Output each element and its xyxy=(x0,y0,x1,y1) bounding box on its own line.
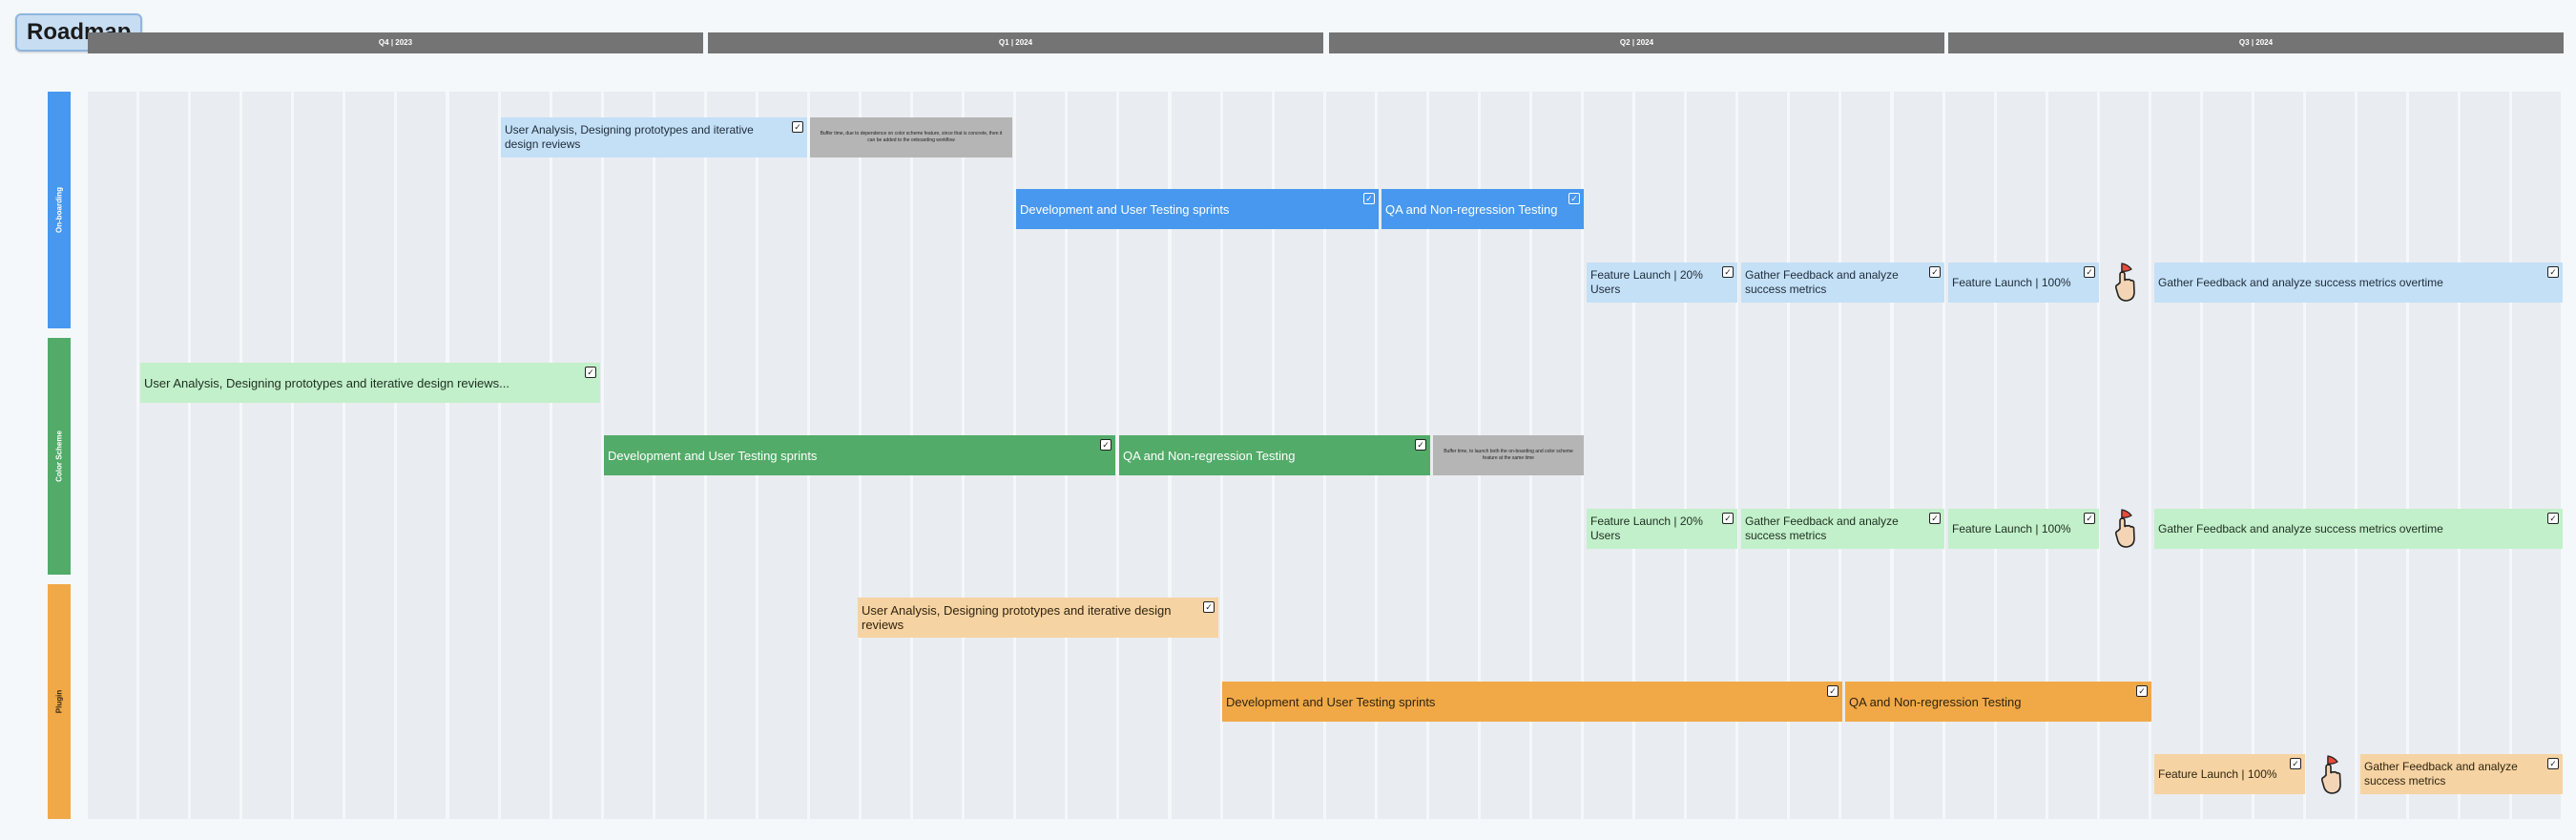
timeline-week-column xyxy=(2358,92,2407,819)
checkbox-edit-icon[interactable]: ✓ xyxy=(2136,685,2148,697)
timeline-week-column xyxy=(139,92,189,819)
checkbox-edit-icon[interactable]: ✓ xyxy=(1415,439,1426,451)
timeline-week-column xyxy=(448,92,498,819)
bar-label: Gather Feedback and analyze success metr… xyxy=(1745,514,1899,542)
hand-pin-icon xyxy=(2114,262,2135,302)
checkbox-edit-icon[interactable]: ✓ xyxy=(792,121,803,133)
bar-label: Gather Feedback and analyze success metr… xyxy=(1745,268,1899,296)
onboarding-design-bar[interactable]: User Analysis, Designing prototypes and … xyxy=(501,117,807,158)
color-scheme-launch-20-bar[interactable]: Feature Launch | 20% Users ✓ xyxy=(1587,509,1737,549)
quarter-header-q3-2024: Q3 | 2024 xyxy=(1948,32,2564,53)
timeline-week-column xyxy=(294,92,343,819)
color-scheme-dev-bar[interactable]: Development and User Testing sprints ✓ xyxy=(604,435,1115,475)
checkbox-edit-icon[interactable]: ✓ xyxy=(1100,439,1111,451)
timeline-week-column xyxy=(2306,92,2355,819)
bar-label: Gather Feedback and analyze success metr… xyxy=(2364,760,2518,788)
bar-label: Feature Launch | 100% xyxy=(1952,521,2071,536)
hand-pin-icon xyxy=(2114,509,2135,548)
bar-label: QA and Non-regression Testing xyxy=(1385,201,1558,217)
plugin-design-bar[interactable]: User Analysis, Designing prototypes and … xyxy=(858,598,1218,638)
timeline-week-column xyxy=(2461,92,2510,819)
checkbox-edit-icon[interactable]: ✓ xyxy=(1203,601,1215,613)
checkbox-edit-icon[interactable]: ✓ xyxy=(1568,193,1580,204)
checkbox-edit-icon[interactable]: ✓ xyxy=(2084,266,2095,278)
bar-label: Buffer time, to launch both the on-board… xyxy=(1444,449,1573,461)
timeline-week-column xyxy=(2512,92,2562,819)
checkbox-edit-icon[interactable]: ✓ xyxy=(1363,193,1375,204)
timeline-week-column xyxy=(2254,92,2303,819)
timeline-week-column xyxy=(2202,92,2252,819)
checkbox-edit-icon[interactable]: ✓ xyxy=(2547,513,2559,524)
bar-label: Gather Feedback and analyze success metr… xyxy=(2158,275,2443,289)
plugin-feedback-bar[interactable]: Gather Feedback and analyze success metr… xyxy=(2360,754,2563,794)
lane-label-plugin: Plugin xyxy=(54,689,64,714)
bar-label: Development and User Testing sprints xyxy=(1226,694,1436,709)
checkbox-edit-icon[interactable]: ✓ xyxy=(1929,266,1941,278)
onboarding-feedback-overtime-bar[interactable]: Gather Feedback and analyze success metr… xyxy=(2154,262,2563,303)
bar-label: Feature Launch | 100% xyxy=(2158,766,2277,781)
onboarding-feedback-bar[interactable]: Gather Feedback and analyze success metr… xyxy=(1741,262,1944,303)
lane-onboarding[interactable]: On-boarding xyxy=(48,92,71,328)
checkbox-edit-icon[interactable]: ✓ xyxy=(1722,513,1734,524)
color-scheme-feedback-bar[interactable]: Gather Feedback and analyze success metr… xyxy=(1741,509,1944,549)
lane-plugin[interactable]: Plugin xyxy=(48,584,71,819)
onboarding-buffer-bar[interactable]: Buffer time, due to dependence on color … xyxy=(810,117,1012,158)
checkbox-edit-icon[interactable]: ✓ xyxy=(1827,685,1839,697)
checkbox-edit-icon[interactable]: ✓ xyxy=(2547,758,2559,769)
plugin-launch-100-bar[interactable]: Feature Launch | 100% ✓ xyxy=(2154,754,2305,794)
checkbox-edit-icon[interactable]: ✓ xyxy=(2290,758,2301,769)
timeline-week-column xyxy=(2409,92,2459,819)
color-scheme-feedback-overtime-bar[interactable]: Gather Feedback and analyze success metr… xyxy=(2154,509,2563,549)
timeline-week-column xyxy=(191,92,240,819)
timeline-week-column xyxy=(500,92,550,819)
checkbox-edit-icon[interactable]: ✓ xyxy=(1722,266,1734,278)
lane-label-color-scheme: Color Scheme xyxy=(54,430,64,482)
timeline-week-column xyxy=(242,92,292,819)
onboarding-launch-20-bar[interactable]: Feature Launch | 20% Users ✓ xyxy=(1587,262,1737,303)
color-scheme-design-bar[interactable]: User Analysis, Designing prototypes and … xyxy=(140,363,600,403)
onboarding-launch-100-bar[interactable]: Feature Launch | 100% ✓ xyxy=(1948,262,2099,303)
bar-label: Gather Feedback and analyze success metr… xyxy=(2158,521,2443,536)
color-scheme-qa-bar[interactable]: QA and Non-regression Testing ✓ xyxy=(1119,435,1430,475)
bar-label: Feature Launch | 20% Users xyxy=(1590,514,1703,542)
quarter-header-q2-2024: Q2 | 2024 xyxy=(1329,32,1944,53)
bar-label: User Analysis, Designing prototypes and … xyxy=(862,603,1172,632)
timeline-week-column xyxy=(345,92,395,819)
lane-label-onboarding: On-boarding xyxy=(54,187,64,233)
bar-label: Feature Launch | 100% xyxy=(1952,275,2071,289)
timeline-week-column xyxy=(551,92,601,819)
timeline-week-column xyxy=(88,92,136,819)
checkbox-edit-icon[interactable]: ✓ xyxy=(585,367,596,378)
timeline-week-column xyxy=(397,92,447,819)
checkbox-edit-icon[interactable]: ✓ xyxy=(1929,513,1941,524)
bar-label: User Analysis, Designing prototypes and … xyxy=(505,123,754,151)
onboarding-qa-bar[interactable]: QA and Non-regression Testing ✓ xyxy=(1381,189,1584,229)
lane-color-scheme[interactable]: Color Scheme xyxy=(48,338,71,575)
bar-label: Feature Launch | 20% Users xyxy=(1590,268,1703,296)
bar-label: Development and User Testing sprints xyxy=(1020,201,1230,217)
plugin-qa-bar[interactable]: QA and Non-regression Testing ✓ xyxy=(1845,682,2151,722)
checkbox-edit-icon[interactable]: ✓ xyxy=(2084,513,2095,524)
bar-label: User Analysis, Designing prototypes and … xyxy=(144,375,509,390)
checkbox-edit-icon[interactable]: ✓ xyxy=(2547,266,2559,278)
bar-label: Development and User Testing sprints xyxy=(608,448,818,463)
onboarding-dev-bar[interactable]: Development and User Testing sprints ✓ xyxy=(1016,189,1379,229)
quarter-header-q1-2024: Q1 | 2024 xyxy=(708,32,1323,53)
color-scheme-buffer-bar[interactable]: Buffer time, to launch both the on-board… xyxy=(1433,435,1584,475)
bar-label: Buffer time, due to dependence on color … xyxy=(820,131,1003,143)
bar-label: QA and Non-regression Testing xyxy=(1849,694,2022,709)
bar-label: QA and Non-regression Testing xyxy=(1123,448,1296,463)
plugin-dev-bar[interactable]: Development and User Testing sprints ✓ xyxy=(1222,682,1842,722)
timeline-week-column xyxy=(2150,92,2200,819)
hand-pin-icon xyxy=(2320,755,2341,794)
quarter-header-q4-2023: Q4 | 2023 xyxy=(88,32,703,53)
color-scheme-launch-100-bar[interactable]: Feature Launch | 100% ✓ xyxy=(1948,509,2099,549)
